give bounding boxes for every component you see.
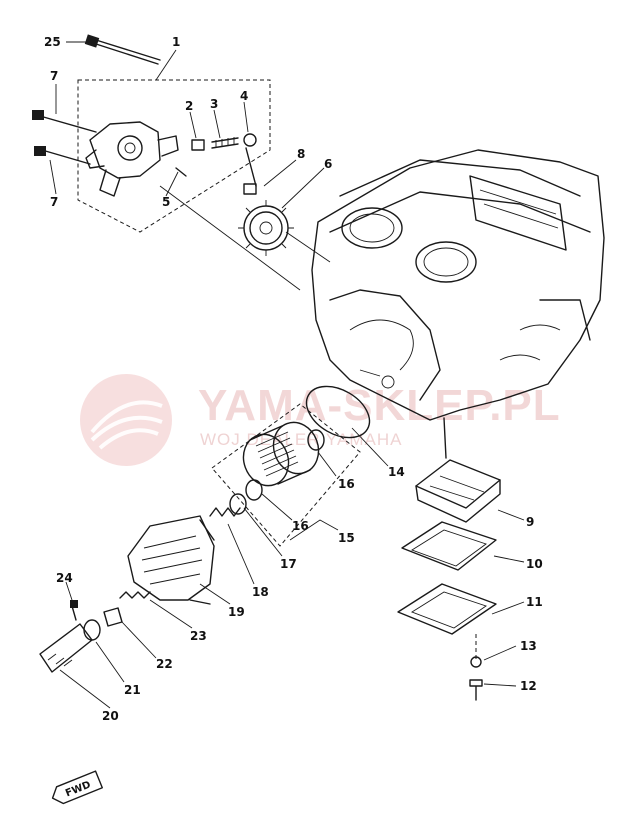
oil-pump-assembly: [32, 34, 271, 233]
callout-11: 11: [526, 595, 543, 609]
callout-2: 2: [185, 99, 193, 113]
forward-arrow-icon: [51, 770, 103, 805]
callout-16-top: 16: [338, 477, 355, 491]
callout-18: 18: [252, 585, 269, 599]
callout-23: 23: [190, 629, 207, 643]
callout-19: 19: [228, 605, 245, 619]
oil-filter-kit: [211, 403, 361, 547]
crankcase-outline: [311, 149, 605, 421]
callout-numbers: 25 1 7 2 3 4 7 5 8 6 14 16 16 15 17 18 1…: [44, 35, 543, 723]
watermark-brand: YAMA-SKLEP.PL: [198, 381, 561, 430]
callout-17: 17: [280, 557, 297, 571]
callout-16-bottom: 16: [292, 519, 309, 533]
callout-5: 5: [162, 195, 170, 209]
callout-8: 8: [297, 147, 305, 161]
callout-7-bottom: 7: [50, 195, 58, 209]
callout-7-top: 7: [50, 69, 58, 83]
callout-14: 14: [388, 465, 405, 479]
callout-9: 9: [526, 515, 534, 529]
callout-13: 13: [520, 639, 537, 653]
callout-25: 25: [44, 35, 61, 49]
callout-4: 4: [240, 89, 248, 103]
callout-20: 20: [102, 709, 119, 723]
callout-3: 3: [210, 97, 218, 111]
callout-24: 24: [56, 571, 73, 585]
callout-15: 15: [338, 531, 355, 545]
callout-1: 1: [172, 35, 180, 49]
forward-marker: FWD: [51, 770, 103, 805]
o-ring: [305, 385, 371, 439]
filter-spring: [209, 507, 241, 517]
callout-leaders: [49, 41, 525, 709]
filter-cover: [127, 515, 215, 605]
callout-6: 6: [324, 157, 332, 171]
callout-10: 10: [526, 557, 543, 571]
relief-valve-parts: [39, 591, 151, 673]
drive-sprocket: [238, 200, 294, 256]
watermark: YAMA-SKLEP.PL WOJ DEALER YAMAHA: [80, 374, 561, 466]
strainer-stack: [397, 417, 501, 701]
callout-22: 22: [156, 657, 173, 671]
watermark-tagline: WOJ DEALER YAMAHA: [200, 430, 402, 449]
callout-21: 21: [124, 683, 141, 697]
callout-12: 12: [520, 679, 537, 693]
